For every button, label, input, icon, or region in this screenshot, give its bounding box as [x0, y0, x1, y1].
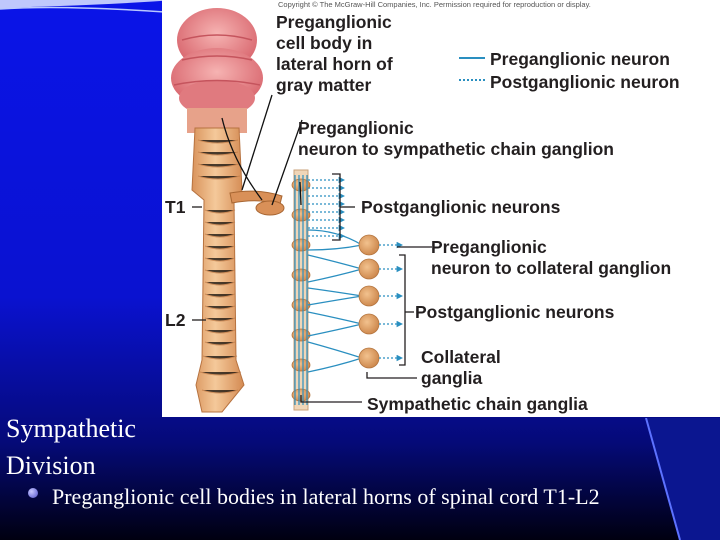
bottom-right-decoration	[645, 418, 720, 540]
label-pre-to-chain: Preganglionic neuron to sympathetic chai…	[298, 118, 614, 159]
sympathetic-chain	[291, 169, 311, 411]
slide-title: Sympathetic Division	[6, 414, 136, 480]
postganglionic-lower	[379, 241, 404, 362]
preganglionic-fibers	[221, 94, 303, 206]
copyright-notice: Copyright © The McGraw-Hill Companies, I…	[278, 0, 591, 9]
label-sympathetic-chain: Sympathetic chain ganglia	[367, 394, 588, 414]
legend-postganglionic: Postganglionic neuron	[490, 72, 680, 92]
label-postganglionic-lower: Postganglionic neurons	[415, 302, 615, 322]
brainstem	[171, 8, 263, 133]
top-left-decoration	[0, 0, 175, 13]
label-pre-to-collateral: Preganglionic neuron to collateral gangl…	[431, 237, 672, 278]
collateral-ganglia	[358, 234, 380, 369]
collateral-fibers	[307, 229, 363, 373]
spinal-cord-diagram	[171, 8, 485, 413]
legend-lines	[459, 57, 485, 81]
brackets	[192, 173, 432, 403]
postganglionic-upper	[308, 176, 346, 240]
bullet-icon	[28, 488, 38, 498]
label-t1: T1	[165, 197, 186, 217]
label-collateral-ganglia: Collateral ganglia	[421, 347, 501, 388]
label-cell-body: Preganglionic cell body in lateral horn …	[276, 12, 393, 95]
label-l2: L2	[165, 310, 186, 330]
label-postganglionic-upper: Postganglionic neurons	[361, 197, 561, 217]
spinal-cord	[191, 127, 285, 413]
anatomy-figure: Copyright © The McGraw-Hill Companies, I…	[162, 0, 720, 417]
legend-preganglionic: Preganglionic neuron	[490, 49, 670, 69]
bullet-text: Preganglionic cell bodies in lateral hor…	[52, 484, 600, 509]
